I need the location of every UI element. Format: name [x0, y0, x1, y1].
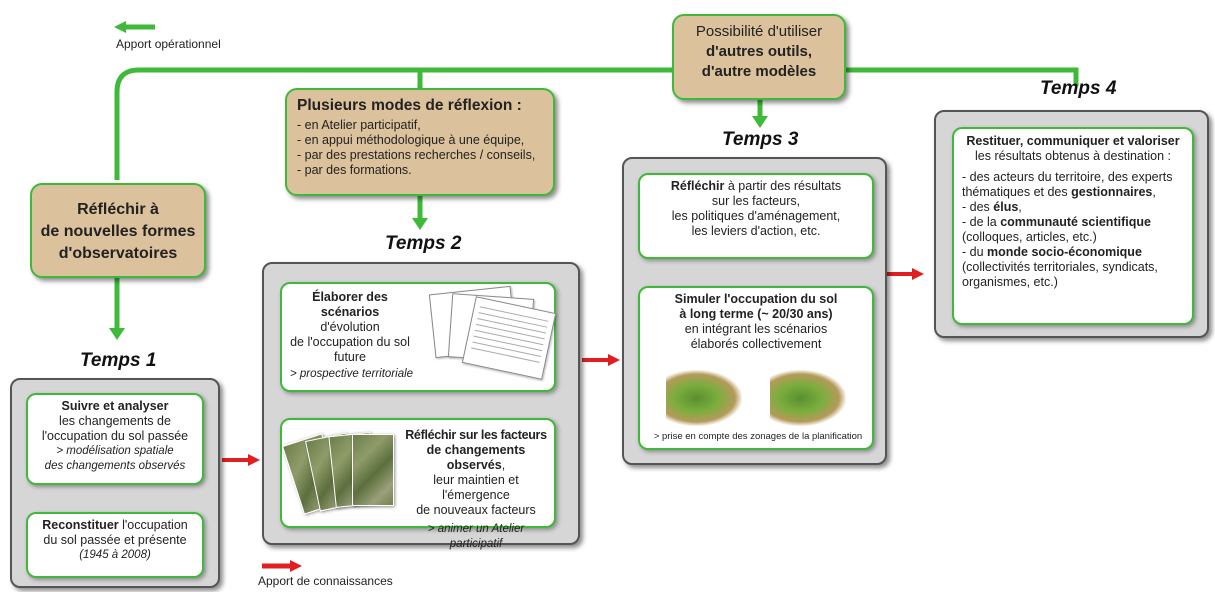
temps4-restituer-box: Restituer, communiquer et valoriser les …	[952, 127, 1194, 325]
green-arrowhead-temps2	[412, 218, 428, 230]
temps2-label: Temps 2	[385, 233, 462, 254]
modes-box: Plusieurs modes de réflexion : - en Atel…	[285, 88, 555, 196]
modes-item: - par des prestations recherches / conse…	[297, 148, 536, 162]
temps3-label: Temps 3	[722, 129, 799, 150]
legend-operational: Apport opérationnel	[116, 37, 221, 51]
temps4-label: Temps 4	[1040, 78, 1117, 99]
temps2-facteurs-line4: de nouveaux facteurs	[416, 503, 536, 517]
land-use-map-illustration	[770, 370, 846, 426]
temps2-facteurs-line3: leur maintien et l'émergence	[433, 473, 519, 502]
temps1-analyse-note2: des changements observés	[44, 460, 186, 472]
temps1-reconstituer-bold: Reconstituer	[42, 518, 119, 532]
green-arrowhead-temps1	[109, 328, 125, 340]
temps4-item3-bold: communauté scientifique	[1000, 215, 1151, 229]
temps1-reconstituer-rest: l'occupation	[118, 518, 188, 532]
temps4-item1-bold: gestionnaires	[1071, 185, 1153, 199]
temps2-facteurs-box: Réfléchir sur les facteurs de changement…	[280, 418, 556, 550]
temps1-reconstituer-line2: du sol passée et présente	[43, 533, 187, 547]
temps3-simuler-note: > prise en compte des zonages de la plan…	[653, 431, 863, 442]
green-main-line	[114, 67, 1079, 180]
other-tools-box: Possibilité d'utiliser d'autres outils, …	[672, 14, 846, 100]
temps3-simuler-line4: élaborés collectivement	[690, 337, 822, 351]
temps2-facteurs-comma: ,	[501, 458, 506, 472]
temps3-reflechir-line1: Réfléchir à partir des résultats	[646, 179, 866, 194]
temps1-analyse-note1: > modélisation spatiale	[56, 445, 174, 457]
temps1-analyse-box: Suivre et analyser les changements de l'…	[26, 393, 204, 485]
temps1-analyse-line2: les changements de	[59, 414, 171, 428]
green-arrowhead-temps3	[752, 116, 768, 128]
temps4-item1a: - des acteurs du territoire, des experts	[962, 170, 1173, 184]
temps3-simuler-line2: à long terme (~ 20/30 ans)	[679, 307, 833, 321]
observatories-line1: Réfléchir à	[77, 201, 159, 218]
temps4-item1b: thématiques et des	[962, 185, 1072, 199]
temps4-item3: - de la communauté scientifique	[962, 215, 1184, 230]
temps1-label: Temps 1	[80, 350, 157, 371]
temps4-item4: - du monde socio-économique	[962, 245, 1184, 260]
temps1-reconstituer-box: Reconstituer l'occupation du sol passée …	[26, 512, 204, 578]
temps1-analyse-line3: l'occupation du sol passée	[41, 429, 189, 443]
temps2-scenarios-line3: de l'occupation du sol	[290, 335, 410, 349]
other-tools-line2: d'autres outils,	[705, 43, 813, 60]
temps2-scenarios-bold: scénarios	[320, 305, 380, 319]
temps3-reflechir-box: Réfléchir à partir des résultats sur les…	[638, 173, 874, 259]
legend-red-arrowhead	[290, 560, 302, 572]
temps2-facteurs-line1: Réfléchir sur les facteurs	[405, 428, 547, 442]
temps2-facteurs-bold: de changements observés	[426, 443, 526, 472]
observatories-line3: d'observatoires	[58, 245, 178, 262]
other-tools-line3: d'autre modèles	[701, 63, 817, 80]
legend-green-arrowhead	[114, 21, 126, 33]
temps3-reflechir-line3: les politiques d'aménagement,	[671, 209, 841, 223]
temps4-title: Restituer, communiquer et valoriser	[966, 134, 1180, 148]
temps3-simuler-box: Simuler l'occupation du sol à long terme…	[638, 286, 874, 450]
temps4-item2-bold: élus	[993, 200, 1019, 214]
temps4-item4a: - du	[962, 245, 988, 259]
other-tools-line1: Possibilité d'utiliser	[695, 23, 823, 40]
temps4-item2c: ,	[1018, 200, 1022, 214]
temps3-reflechir-bold: Réfléchir	[670, 179, 725, 193]
temps4-item3c: (colloques, articles, etc.)	[962, 230, 1097, 244]
temps4-item2a: - des	[962, 200, 994, 214]
observatories-line2: de nouvelles formes	[40, 223, 196, 240]
temps4-item2: - des élus,	[962, 200, 1184, 215]
modes-title: Plusieurs modes de réflexion :	[297, 97, 522, 114]
temps2-scenarios-box: Élaborer des scénarios d'évolution de l'…	[280, 282, 557, 392]
temps2-scenarios-rest: d'évolution	[320, 320, 380, 334]
temps2-scenarios-line1: Élaborer des	[312, 290, 388, 304]
temps2-facteurs-line2: de changements observés,	[400, 443, 552, 473]
temps2-scenarios-line2: scénarios d'évolution	[290, 305, 410, 335]
temps3-simuler-line3: en intégrant les scénarios	[684, 322, 828, 336]
modes-item: - par des formations.	[297, 163, 412, 177]
temps4-item4d: organismes, etc.)	[962, 275, 1058, 289]
temps4-item1d: ,	[1152, 185, 1156, 199]
temps1-analyse-title: Suivre et analyser	[61, 399, 169, 413]
modes-item: - en Atelier participatif,	[297, 118, 421, 132]
temps4-item1: thématiques et des gestionnaires,	[962, 185, 1184, 200]
observatories-box: Réfléchir à de nouvelles formes d'observ…	[30, 183, 206, 278]
land-use-map-illustration	[666, 370, 742, 426]
temps2-scenarios-note: > prospective territoriale	[290, 368, 414, 380]
temps1-reconstituer-line1: Reconstituer l'occupation	[34, 518, 196, 533]
temps3-simuler-line1: Simuler l'occupation du sol	[674, 292, 838, 306]
temps4-item4-bold: monde socio-économique	[987, 245, 1142, 259]
temps3-reflechir-line2: sur les facteurs,	[711, 194, 801, 208]
temps4-item4c: (collectivités territoriales, syndicats,	[962, 260, 1158, 274]
temps3-reflechir-line4: les leviers d'action, etc.	[691, 224, 821, 238]
temps2-facteurs-note: > animer un Atelier participatif	[427, 523, 525, 550]
temps3-reflechir-rest: à partir des résultats	[724, 179, 842, 193]
temps2-scenarios-line4: future	[334, 350, 366, 364]
legend-knowledge: Apport de connaissances	[258, 574, 393, 588]
temps1-reconstituer-note: (1945 à 2008)	[79, 549, 151, 561]
temps4-line2: les résultats obtenus à destination :	[975, 149, 1171, 163]
modes-item: - en appui méthodologique à une équipe,	[297, 133, 525, 147]
temps4-item3a: - de la	[962, 215, 1001, 229]
